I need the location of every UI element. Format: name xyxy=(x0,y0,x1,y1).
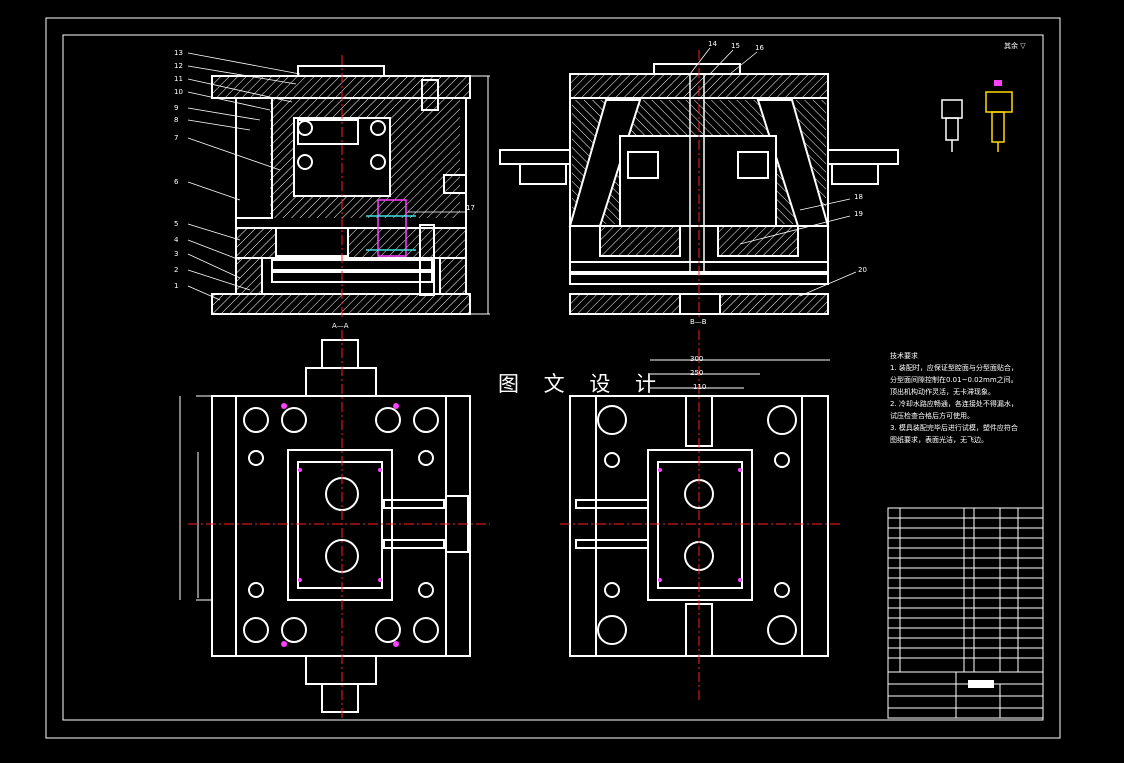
part-number-label: 15 xyxy=(731,42,740,50)
notes-line: 3. 模具装配完毕后进行试模，塑件应符合 xyxy=(890,424,1018,432)
part-number-label: 1 xyxy=(174,282,179,290)
part-number-label: 17 xyxy=(466,204,475,212)
part-number-label: 13 xyxy=(174,49,183,57)
notes-line: 试压检查合格后方可使用。 xyxy=(890,412,974,420)
watermark-text: 图 文 设 计 xyxy=(498,372,666,396)
part-number-label: 16 xyxy=(755,44,764,52)
part-number-label: 2 xyxy=(174,266,179,274)
detail-parts xyxy=(941,80,1013,152)
notes-line: 顶出机构动作灵活，无卡滞现象。 xyxy=(890,388,995,396)
notes-line: 分型面间隙控制在0.01~0.02mm之间。 xyxy=(890,376,1018,384)
leaders-left xyxy=(187,52,466,301)
dimension-lower: 110 xyxy=(693,383,707,391)
part-number-label: 4 xyxy=(174,236,179,244)
dimension-top: 300 xyxy=(690,355,704,363)
part-number-label: 14 xyxy=(708,40,717,48)
part-number-label: 11 xyxy=(174,75,183,83)
notes-title: 技术要求 xyxy=(890,352,918,360)
part-number-label: 5 xyxy=(174,220,179,228)
plan-left-holes xyxy=(243,407,439,643)
dimension-middle: 250 xyxy=(690,369,704,377)
plan-left-magenta xyxy=(281,403,399,647)
plan-view-right xyxy=(569,359,830,657)
part-number-label: 7 xyxy=(174,134,179,142)
plan-right-holes xyxy=(597,405,797,645)
technical-requirements: 技术要求 1. 装配时，应保证型腔面与分型面贴合， 分型面间隙控制在0.01~0… xyxy=(890,350,1058,446)
surface-roughness-mark: 其余 ▽ xyxy=(1004,42,1026,50)
part-number-label: 9 xyxy=(174,104,179,112)
outer-frame xyxy=(45,17,1061,739)
plan-right-magenta xyxy=(658,468,742,582)
leaders-right xyxy=(689,47,857,297)
inner-frame xyxy=(62,34,1044,721)
section-label-aa: A—A xyxy=(332,322,349,330)
section-a-a-view xyxy=(211,65,490,315)
part-number-label: 20 xyxy=(858,266,867,274)
notes-line: 图纸要求，表面光洁，无飞边。 xyxy=(890,436,988,444)
part-number-label: 6 xyxy=(174,178,179,186)
plan-view-left xyxy=(179,339,471,713)
part-number-label: 19 xyxy=(854,210,863,218)
part-number-label: 18 xyxy=(854,193,863,201)
part-number-label: 8 xyxy=(174,116,179,124)
part-number-label: 10 xyxy=(174,88,183,96)
section-label-bb: B—B xyxy=(690,318,707,326)
notes-line: 1. 装配时，应保证型腔面与分型面贴合， xyxy=(890,364,1018,372)
part-number-label: 12 xyxy=(174,62,183,70)
title-block xyxy=(887,507,1044,719)
part-number-label: 3 xyxy=(174,250,179,258)
notes-line: 2. 冷却水路应畅通，各连接处不得漏水， xyxy=(890,400,1018,408)
